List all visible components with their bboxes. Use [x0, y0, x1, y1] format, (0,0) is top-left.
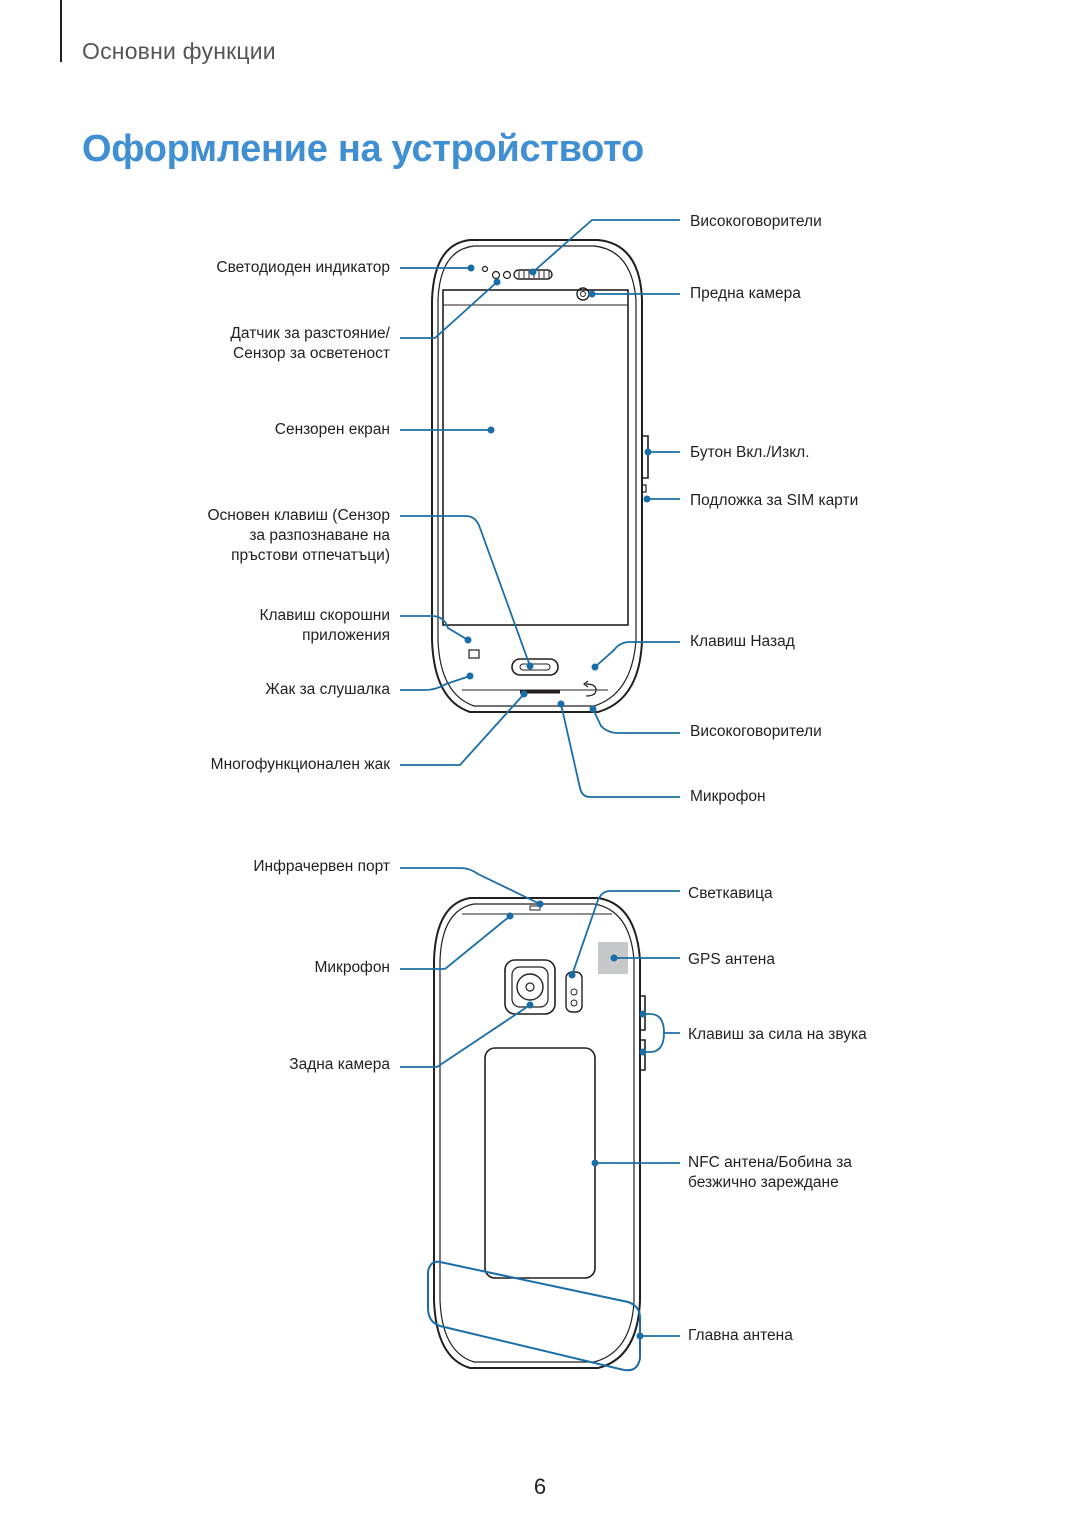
- label-ir-port: Инфрачервен порт: [253, 858, 390, 875]
- label-multipurpose-jack: Многофункционален жак: [210, 756, 390, 773]
- label-gps-antenna: GPS антена: [688, 951, 775, 968]
- label-nfc-line-2: безжично зареждане: [688, 1174, 839, 1191]
- label-proximity-line-1: Датчик за разстояние/: [230, 325, 390, 342]
- label-speaker-bottom: Високоговорители: [690, 723, 822, 740]
- label-volume-key: Клавиш за сила на звука: [688, 1026, 867, 1043]
- label-proximity-line-2: Сензор за осветеност: [233, 345, 390, 362]
- label-home-line-2: за разпознаване на: [249, 527, 390, 544]
- label-home-line-1: Основен клавиш (Сензор: [207, 507, 391, 524]
- label-nfc-line-1: NFC антена/Бобина за: [688, 1154, 852, 1171]
- label-home-key: Основен клавиш (Сензор за разпознаване н…: [208, 506, 391, 566]
- section-rule: [60, 0, 62, 62]
- label-led-indicator: Светодиоден индикатор: [216, 259, 390, 276]
- label-front-camera: Предна камера: [690, 285, 801, 302]
- label-microphone-top: Микрофон: [314, 959, 390, 976]
- back-phone: [433, 897, 646, 1369]
- main-antenna-outline: [427, 1260, 641, 1372]
- label-main-antenna: Главна антена: [688, 1327, 793, 1344]
- page-title: Оформление на устройството: [82, 128, 644, 170]
- label-nfc-antenna: NFC антена/Бобина за безжично зареждане: [688, 1153, 852, 1193]
- label-proximity-sensor: Датчик за разстояние/ Сензор за осветено…: [230, 324, 390, 364]
- section-title: Основни функции: [82, 38, 276, 64]
- front-phone: [431, 239, 649, 713]
- label-sim-tray: Подложка за SIM карти: [690, 492, 859, 509]
- label-flash: Светкавица: [688, 885, 773, 902]
- callout-dots: [464, 264, 652, 1340]
- label-touchscreen: Сензорен екран: [274, 421, 390, 438]
- label-speaker-top: Високоговорители: [690, 213, 822, 230]
- label-microphone-bottom: Микрофон: [690, 788, 766, 805]
- label-recent-line-2: приложения: [302, 627, 390, 644]
- label-power-key: Бутон Вкл./Изкл.: [690, 444, 810, 461]
- label-recent-apps-key: Клавиш скорошни приложения: [259, 606, 390, 646]
- label-home-line-3: пръстови отпечатъци): [231, 547, 390, 564]
- label-headset-jack: Жак за слушалка: [265, 681, 390, 698]
- label-recent-line-1: Клавиш скорошни: [259, 607, 390, 624]
- page-number: 6: [533, 1474, 547, 1499]
- callout-lines: [400, 219, 680, 1337]
- label-rear-camera: Задна камера: [289, 1056, 390, 1073]
- label-back-key: Клавиш Назад: [690, 633, 795, 650]
